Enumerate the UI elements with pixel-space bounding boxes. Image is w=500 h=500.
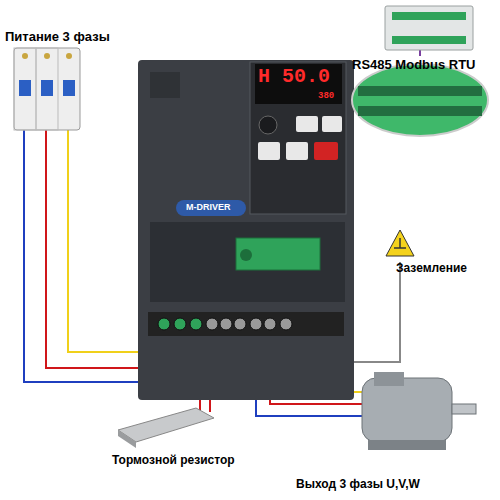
breaker-screw [44,53,50,59]
electric-motor [362,372,476,450]
terminal-box [374,372,404,386]
motor-shaft [452,404,476,414]
key-button [322,116,342,132]
key-button [258,142,280,160]
terminal-screw [158,318,170,330]
breaker-toggle [63,80,75,96]
plc-body [385,6,473,50]
terminal-logo [240,249,252,261]
rs485-wire [419,50,421,56]
brand-logo: M-DRIVER [186,203,231,213]
resistor-end [118,430,136,448]
terminal-screw [174,318,186,330]
plc-terminals [392,12,466,20]
terminal-row [358,106,482,116]
logo-badge [176,200,246,216]
power-terminal-strip [148,312,344,336]
power-label: Питание 3 фазы [5,30,110,44]
ground-label: Заземление [396,262,467,275]
terminal-screw [280,318,292,330]
frequency-inverter [138,60,354,400]
keypad-panel [250,62,346,214]
terminal-screw [220,318,232,330]
output-label: Выход 3 фазы U,V,W [296,478,420,491]
terminal-screw [250,318,262,330]
display-readout: H 50.0 [258,66,330,88]
ground-mark [394,247,406,249]
breaker-toggle [19,80,31,96]
key-button [296,116,318,132]
key-button [286,142,308,160]
warning-triangle [386,230,414,256]
motor-feet [368,440,446,450]
brake-resistor [118,408,214,448]
power-terminals [158,318,292,330]
knob [259,116,277,134]
terminal-screw [190,318,202,330]
resistor-body [118,408,214,442]
ground-symbol [386,230,414,256]
stop-button [314,142,338,160]
terminal-cover-opening [150,222,345,302]
breaker-pole [36,48,58,130]
vent-grille [150,72,180,98]
terminal-screw [264,318,276,330]
inverter-body [138,60,354,400]
zoom-lens [352,64,488,136]
motor-housing [362,378,452,442]
breaker-pole [14,48,36,130]
ground-mark [399,238,401,248]
terminal-screw [206,318,218,330]
terminal-row [358,86,482,96]
display-screen [255,64,342,104]
terminal-zoom [352,64,488,136]
display-voltage: 380 [318,92,334,102]
plc-module [385,6,473,50]
breaker-toggle [41,80,53,96]
breaker-body [14,48,80,130]
breaker-screw [22,53,28,59]
resistor-label: Тормозной резистор [112,454,235,467]
terminal-screw [234,318,246,330]
circuit-breaker [14,48,80,130]
control-terminal-block [236,238,320,270]
plc-terminals [392,36,466,44]
bus-label: RS485 Modbus RTU [352,58,476,72]
breaker-screw [66,53,72,59]
